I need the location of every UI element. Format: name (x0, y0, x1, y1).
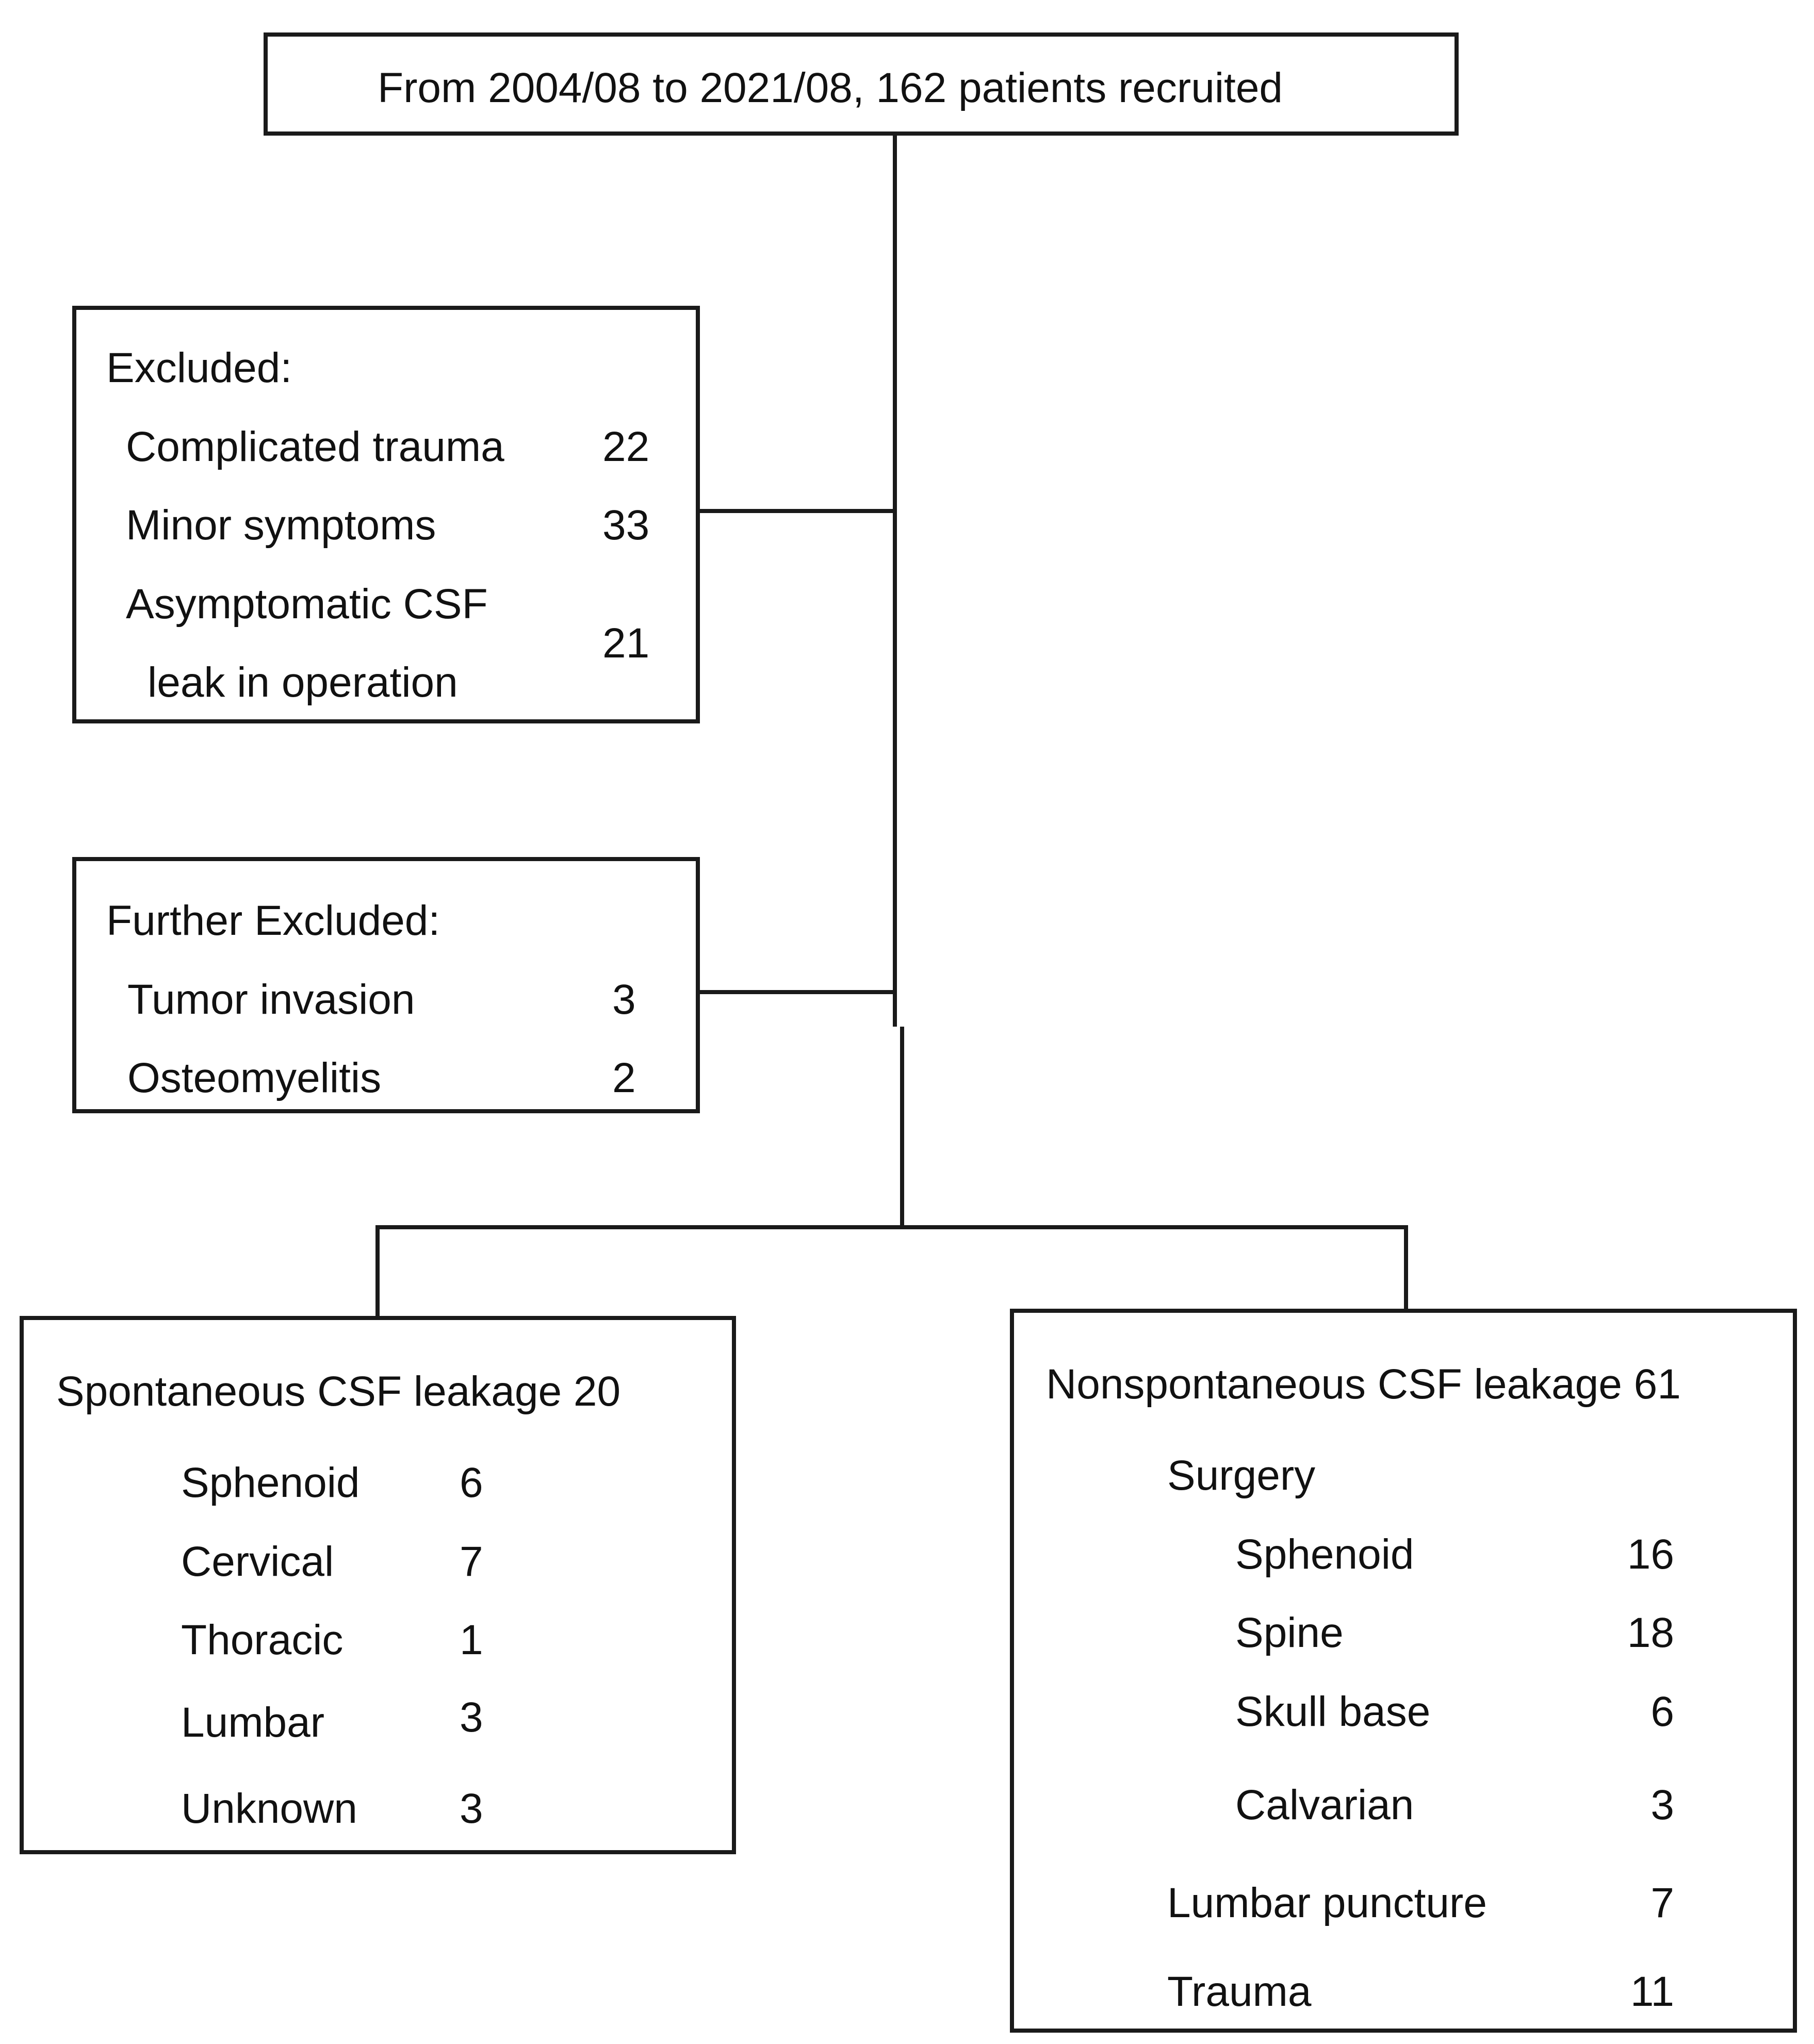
surgery-label: Surgery (1167, 1452, 1316, 1499)
spontaneous-item-count: 3 (460, 1785, 483, 1832)
nonspontaneous-item-label: Lumbar puncture (1167, 1880, 1487, 1926)
surgery-item-count: 16 (1627, 1531, 1674, 1578)
spontaneous-item-label: Sphenoid (181, 1459, 360, 1506)
spontaneous-heading: Spontaneous CSF leakage 20 (56, 1368, 621, 1415)
excluded-item-count: 22 (602, 423, 650, 470)
spontaneous-connector (375, 1225, 380, 1318)
surgery-item-count: 18 (1627, 1609, 1674, 1656)
excluded-heading: Excluded: (106, 344, 292, 391)
nonspontaneous-heading: Nonspontaneous CSF leakage 61 (1046, 1361, 1681, 1408)
nonspontaneous-item-count: 7 (1650, 1880, 1674, 1926)
excluded-box: Excluded: Complicated trauma 22 Minor sy… (72, 306, 700, 723)
surgery-item-count: 6 (1650, 1688, 1674, 1735)
excluded-item-label: Minor symptoms (126, 502, 436, 549)
further-excluded-heading: Further Excluded: (106, 897, 440, 944)
surgery-item-label: Spine (1235, 1609, 1344, 1656)
recruitment-box: From 2004/08 to 2021/08, 162 patients re… (264, 32, 1459, 136)
further-excluded-box: Further Excluded: Tumor invasion 3 Osteo… (72, 857, 700, 1113)
further-excluded-item-count: 3 (612, 976, 636, 1023)
spontaneous-item-label: Cervical (181, 1538, 334, 1585)
excluded-item-label: Complicated trauma (126, 423, 504, 470)
further-excluded-item-label: Osteomyelitis (127, 1054, 382, 1101)
nonspontaneous-connector (1404, 1225, 1408, 1312)
spontaneous-item-count: 1 (460, 1617, 483, 1663)
split-center-connector (900, 1027, 904, 1229)
nonspontaneous-item-label: Trauma (1167, 1968, 1312, 2015)
spontaneous-item-label: Lumbar (181, 1699, 325, 1746)
further-excluded-connector (696, 990, 897, 994)
surgery-item-count: 3 (1650, 1782, 1674, 1828)
spontaneous-item-count: 6 (460, 1459, 483, 1506)
spontaneous-item-count: 7 (460, 1538, 483, 1585)
excluded-connector (696, 509, 897, 513)
further-excluded-item-count: 2 (612, 1054, 636, 1101)
recruitment-text: From 2004/08 to 2021/08, 162 patients re… (378, 64, 1283, 111)
spontaneous-item-label: Unknown (181, 1785, 357, 1832)
spontaneous-box: Spontaneous CSF leakage 20 Sphenoid 6 Ce… (20, 1316, 736, 1854)
nonspontaneous-item-count: 11 (1630, 1968, 1674, 2015)
excluded-item-count: 21 (602, 620, 650, 667)
excluded-item-label: Asymptomatic CSF (126, 581, 488, 628)
main-vertical-connector (893, 131, 897, 1027)
surgery-item-label: Calvarian (1235, 1782, 1414, 1828)
surgery-item-label: Skull base (1235, 1688, 1431, 1735)
spontaneous-item-count: 3 (460, 1694, 483, 1741)
spontaneous-item-label: Thoracic (181, 1617, 344, 1663)
surgery-item-label: Sphenoid (1235, 1531, 1414, 1578)
excluded-item-count: 33 (602, 502, 650, 549)
nonspontaneous-box: Nonspontaneous CSF leakage 61 Surgery Sp… (1010, 1309, 1797, 2033)
split-horizontal-connector (375, 1225, 1408, 1229)
further-excluded-item-label: Tumor invasion (127, 976, 415, 1023)
excluded-item-label-continued: leak in operation (148, 659, 458, 706)
